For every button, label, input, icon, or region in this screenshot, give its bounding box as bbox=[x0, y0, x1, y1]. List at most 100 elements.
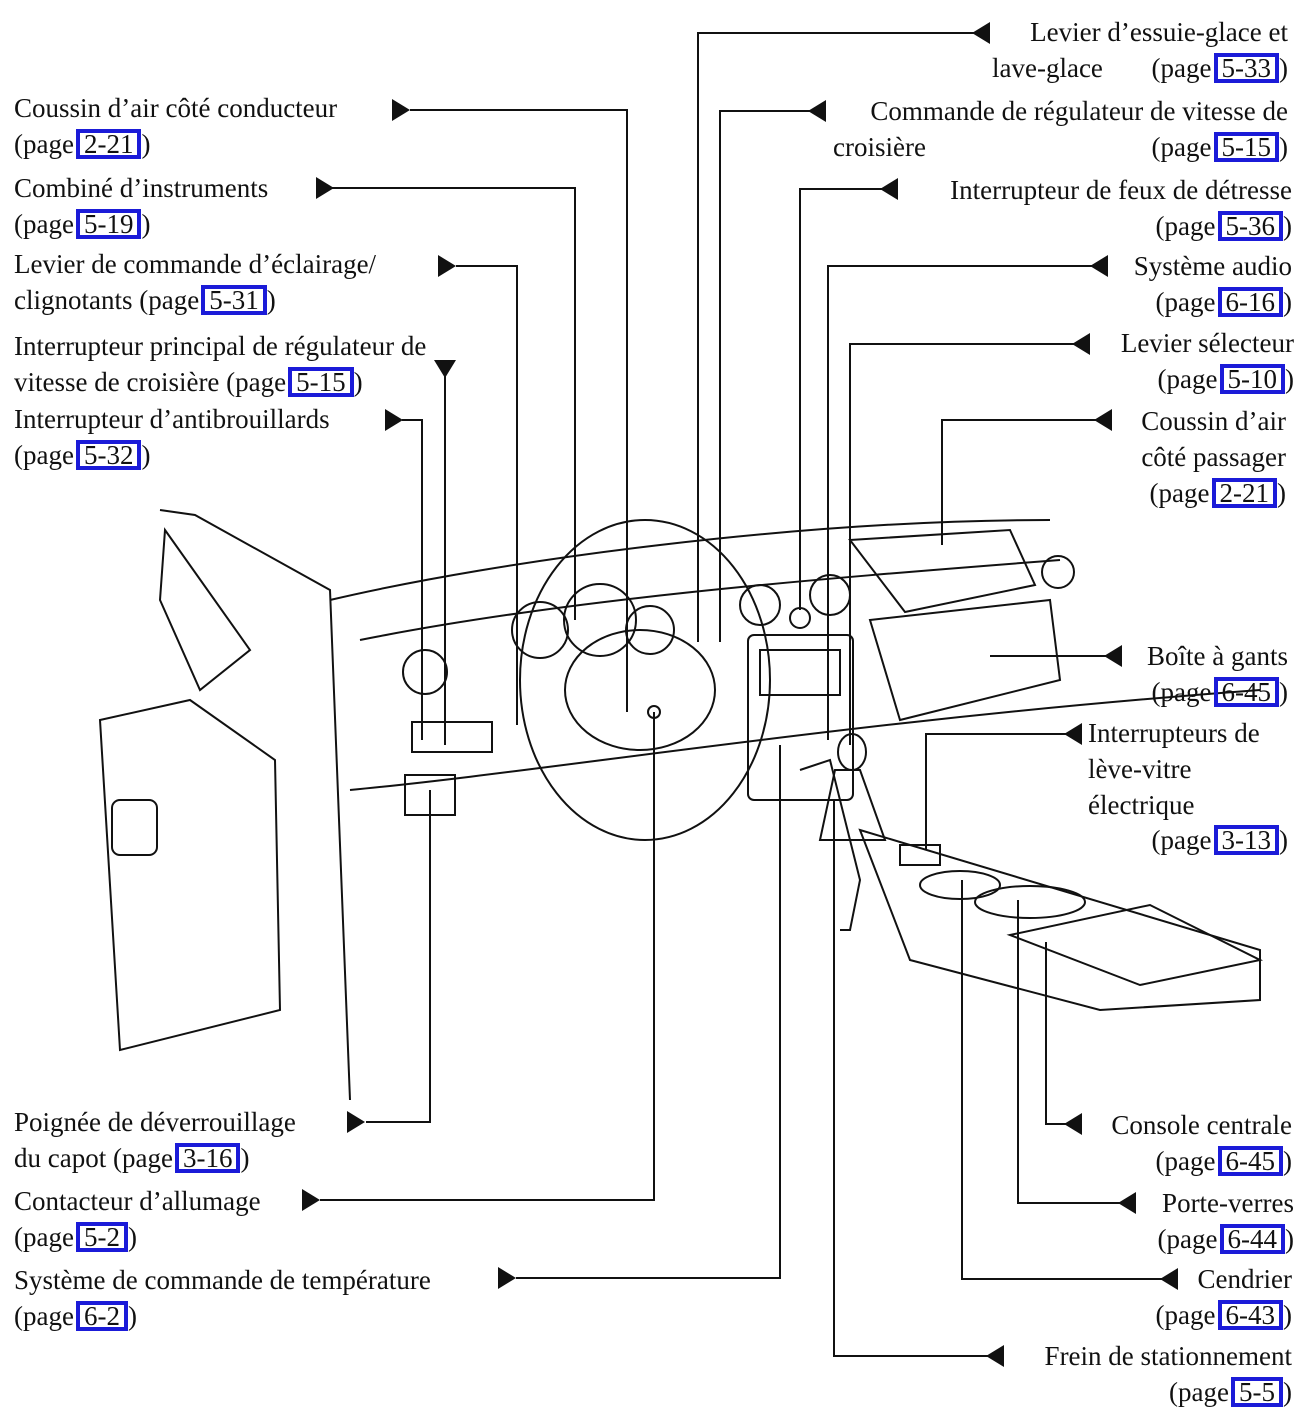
page-link[interactable]: 5-2 bbox=[75, 1222, 128, 1252]
arrow-left bbox=[808, 100, 826, 122]
page-suffix: ) bbox=[266, 285, 276, 315]
arrow-left bbox=[972, 22, 990, 44]
page-prefix: (page bbox=[1151, 825, 1212, 855]
page-prefix: (page bbox=[1149, 478, 1210, 508]
dash-top bbox=[329, 519, 1051, 601]
leader-hood-release bbox=[366, 790, 431, 1123]
leader-wiper bbox=[697, 32, 980, 642]
page-link[interactable]: 5-5 bbox=[1231, 1377, 1283, 1407]
leader-console bbox=[1045, 942, 1072, 1125]
callout-label-line2: vitesse de croisière bbox=[14, 367, 220, 397]
callout-label: Frein de stationnement bbox=[1044, 1341, 1292, 1371]
page-link[interactable]: 6-16 bbox=[1217, 287, 1283, 317]
page-prefix: (page bbox=[139, 285, 200, 315]
gauge-center bbox=[563, 583, 637, 657]
page-prefix: (page bbox=[1151, 132, 1212, 162]
callout-label-line1: Interrupteur principal de régulateur de bbox=[14, 331, 427, 361]
page-link[interactable]: 6-44 bbox=[1219, 1224, 1285, 1254]
page-link[interactable]: 5-32 bbox=[75, 440, 142, 470]
center-stack bbox=[747, 634, 854, 801]
ignition bbox=[647, 705, 661, 719]
page-prefix: (page bbox=[14, 129, 74, 159]
page-link[interactable]: 6-45 bbox=[1217, 1146, 1283, 1176]
callout-cruise-main-switch: Interrupteur principal de régulateur de … bbox=[14, 328, 426, 400]
page-suffix: ) bbox=[240, 1143, 250, 1173]
callout-label-line2: clignotants bbox=[14, 285, 133, 315]
page-link[interactable]: 5-19 bbox=[75, 209, 142, 239]
callout-label: Interrupteur de feux de détresse bbox=[950, 175, 1292, 205]
callout-label: Poignée de déverrouillage bbox=[14, 1107, 296, 1137]
callout-label: Boîte à gants bbox=[1147, 641, 1288, 671]
page-suffix: ) bbox=[141, 440, 151, 470]
callout-label: Système audio bbox=[1133, 251, 1292, 281]
page-link[interactable]: 5-33 bbox=[1213, 53, 1279, 83]
page-link[interactable]: 5-15 bbox=[1213, 132, 1279, 162]
dash-bottom bbox=[349, 689, 1261, 791]
page-link[interactable]: 3-13 bbox=[1213, 825, 1279, 855]
page-link[interactable]: 6-2 bbox=[75, 1301, 128, 1331]
page-prefix: (page bbox=[112, 1143, 173, 1173]
arrowheads bbox=[302, 22, 1178, 1367]
page-suffix: ) bbox=[1279, 53, 1288, 83]
callout-label-line2: lave-glace bbox=[992, 53, 1103, 83]
callout-label: Levier sélecteur bbox=[1120, 328, 1294, 358]
page-prefix: (page bbox=[1155, 1146, 1216, 1176]
callout-label-line1: Interrupteurs de bbox=[1088, 718, 1260, 748]
callout-label: Coussin d’air côté conducteur bbox=[14, 93, 338, 123]
leader-window-switches bbox=[925, 733, 1072, 850]
page-suffix: ) bbox=[353, 367, 363, 397]
door-window bbox=[158, 527, 252, 692]
glove-box bbox=[868, 598, 1062, 722]
page-link[interactable]: 2-21 bbox=[75, 129, 142, 159]
arrow-right bbox=[316, 177, 334, 199]
arrow-left bbox=[1064, 1113, 1082, 1135]
ashtray bbox=[919, 870, 1001, 900]
page-suffix: ) bbox=[1283, 1146, 1292, 1176]
page-link[interactable]: 5-36 bbox=[1217, 211, 1283, 241]
callout-label-line2: côté passager bbox=[1141, 442, 1286, 472]
page-prefix: (page bbox=[1157, 1224, 1218, 1254]
audio-unit bbox=[759, 649, 841, 696]
page-suffix: ) bbox=[1279, 825, 1288, 855]
arrow-right bbox=[347, 1111, 365, 1133]
page-prefix: (page bbox=[1151, 53, 1212, 83]
console-lid bbox=[1006, 903, 1264, 987]
arrow-left bbox=[1118, 1192, 1136, 1214]
page-prefix: (page bbox=[1155, 1300, 1216, 1330]
page-link[interactable]: 6-43 bbox=[1217, 1300, 1283, 1330]
arrow-left bbox=[1090, 255, 1108, 277]
page-link[interactable]: 3-16 bbox=[174, 1143, 241, 1173]
hood-release-handle bbox=[404, 774, 456, 816]
dash-line bbox=[359, 559, 1061, 641]
page-link[interactable]: 6-45 bbox=[1213, 677, 1279, 707]
callout-light-lever: Levier de commande d’éclairage/ clignota… bbox=[14, 246, 376, 318]
page-link[interactable]: 5-15 bbox=[288, 367, 354, 397]
leader-selector bbox=[849, 343, 1082, 745]
page-link[interactable]: 5-10 bbox=[1219, 364, 1285, 394]
page-link[interactable]: 5-31 bbox=[201, 285, 267, 315]
page-prefix: (page bbox=[1157, 364, 1218, 394]
callout-label-line3: électrique bbox=[1088, 790, 1195, 820]
vent-left bbox=[402, 649, 448, 695]
page-link[interactable]: 2-21 bbox=[1211, 478, 1277, 508]
leader-audio bbox=[827, 265, 1100, 740]
leader-lines bbox=[320, 32, 1168, 1357]
vent-right bbox=[1041, 555, 1075, 589]
callout-hood-release: Poignée de déverrouillage du capot (page… bbox=[14, 1104, 296, 1176]
callout-label-line1: Levier de commande d’éclairage/ bbox=[14, 249, 377, 279]
hazard-button bbox=[789, 607, 811, 629]
page-prefix: (page bbox=[1151, 677, 1212, 707]
page-prefix: (page bbox=[14, 1222, 74, 1252]
door-panel bbox=[98, 698, 282, 1052]
page-suffix: ) bbox=[1279, 677, 1288, 707]
arrow-right bbox=[302, 1189, 320, 1211]
